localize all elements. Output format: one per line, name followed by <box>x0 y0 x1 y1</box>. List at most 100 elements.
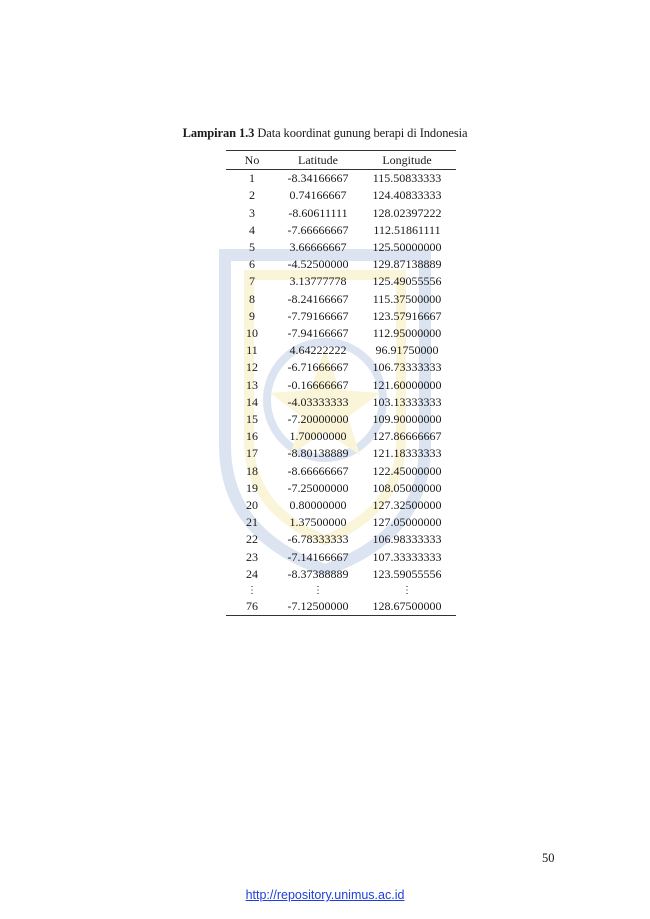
cell-no: 11 <box>246 343 258 358</box>
table-row: 19 -7.25000000 108.05000000 <box>226 480 456 497</box>
table-row: 17 -8.80138889 121.18333333 <box>226 445 456 462</box>
cell-no: 14 <box>246 394 258 409</box>
cell-latitude: 3.66666667 <box>289 240 347 255</box>
cell-no: 5 <box>249 240 255 255</box>
cell-longitude: 112.95000000 <box>372 326 442 341</box>
table-row: 3 -8.60611111 128.02397222 <box>226 205 456 222</box>
cell-longitude: 109.90000000 <box>372 412 442 427</box>
cell-no: 3 <box>249 205 255 220</box>
table-row: 9 -7.79166667 123.57916667 <box>226 308 456 325</box>
cell-longitude: 108.05000000 <box>372 480 442 495</box>
cell-no: 76 <box>246 599 258 614</box>
cell-latitude: -7.66666667 <box>287 222 349 237</box>
cell-no: 20 <box>246 498 258 513</box>
table-row: 22 -6.78333333 106.98333333 <box>226 531 456 548</box>
cell-latitude: -0.16666667 <box>287 377 349 392</box>
cell-longitude: 103.13333333 <box>372 394 442 409</box>
cell-no: 16 <box>246 429 258 444</box>
header-longitude: Longitude <box>382 153 432 167</box>
table-row: 15 -7.20000000 109.90000000 <box>226 411 456 428</box>
cell-latitude: -6.71666667 <box>287 360 349 375</box>
cell-latitude: -4.03333333 <box>287 394 349 409</box>
table-row: 8 -8.24166667 115.37500000 <box>226 291 456 308</box>
page-number: 50 <box>542 851 555 865</box>
cell-no: 13 <box>246 377 258 392</box>
table-caption: Lampiran 1.3 Data koordinat gunung berap… <box>0 126 650 141</box>
cell-latitude: 1.37500000 <box>289 515 347 530</box>
cell-longitude: 121.18333333 <box>372 446 442 461</box>
cell-longitude: 112.51861111 <box>373 222 441 237</box>
cell-latitude: -8.34166667 <box>287 171 349 186</box>
cell-longitude: 128.02397222 <box>372 205 442 220</box>
cell-latitude: 4.64222222 <box>289 343 347 358</box>
cell-no: 21 <box>246 515 258 530</box>
cell-no: 18 <box>246 463 258 478</box>
repository-link[interactable]: http://repository.unimus.ac.id <box>245 888 405 902</box>
cell-longitude: 106.73333333 <box>372 360 442 375</box>
cell-latitude: -7.25000000 <box>287 480 349 495</box>
cell-longitude: 125.50000000 <box>372 240 442 255</box>
cell-no: 2 <box>249 188 255 203</box>
cell-longitude: 124.40833333 <box>372 188 442 203</box>
table-row: 23 -7.14166667 107.33333333 <box>226 549 456 566</box>
table-row: 14 -4.03333333 103.13333333 <box>226 394 456 411</box>
table-row: 4 -7.66666667 112.51861111 <box>226 222 456 239</box>
table-row: ⋮⋮⋮ <box>226 583 456 598</box>
cell-no: 8 <box>249 291 255 306</box>
cell-no: 12 <box>246 360 258 375</box>
cell-longitude: 123.57916667 <box>372 308 442 323</box>
cell-latitude: ⋮ <box>313 585 323 597</box>
cell-longitude: 107.33333333 <box>372 549 442 564</box>
cell-longitude: 121.60000000 <box>372 377 442 392</box>
cell-latitude: -8.66666667 <box>287 463 349 478</box>
cell-no: 22 <box>246 532 258 547</box>
cell-longitude: 128.67500000 <box>372 599 442 614</box>
cell-latitude: -8.80138889 <box>287 446 349 461</box>
cell-latitude: 1.70000000 <box>289 429 347 444</box>
table-header-row: No Latitude Longitude <box>226 150 456 170</box>
cell-latitude: -8.60611111 <box>288 205 348 220</box>
table-row: 2 0.74166667 124.40833333 <box>226 187 456 204</box>
cell-no: 19 <box>246 480 258 495</box>
cell-no: 4 <box>249 222 255 237</box>
cell-latitude: -7.79166667 <box>287 308 349 323</box>
cell-no: 15 <box>246 412 258 427</box>
cell-no: 17 <box>246 446 258 461</box>
cell-longitude: 106.98333333 <box>372 532 442 547</box>
cell-no: 9 <box>249 308 255 323</box>
cell-longitude: 122.45000000 <box>372 463 442 478</box>
cell-no: 6 <box>249 257 255 272</box>
cell-no: 24 <box>246 566 258 581</box>
cell-latitude: 0.80000000 <box>289 498 347 513</box>
cell-latitude: 0.74166667 <box>289 188 347 203</box>
table-row: 5 3.66666667 125.50000000 <box>226 239 456 256</box>
cell-no: ⋮ <box>247 585 257 597</box>
cell-latitude: -7.20000000 <box>287 412 349 427</box>
cell-latitude: 3.13777778 <box>289 274 347 289</box>
cell-longitude: 115.37500000 <box>372 291 442 306</box>
cell-no: 1 <box>249 171 255 186</box>
cell-no: 7 <box>249 274 255 289</box>
cell-latitude: -7.94166667 <box>287 326 349 341</box>
cell-longitude: 129.87138889 <box>372 257 442 272</box>
header-no: No <box>244 153 260 167</box>
caption-text: Data koordinat gunung berapi di Indonesi… <box>254 126 468 140</box>
cell-latitude: -7.14166667 <box>287 549 349 564</box>
cell-longitude: 123.59055556 <box>372 566 442 581</box>
cell-latitude: -8.24166667 <box>287 291 349 306</box>
cell-no: 23 <box>246 549 258 564</box>
cell-latitude: -6.78333333 <box>287 532 349 547</box>
table-row: 18 -8.66666667 122.45000000 <box>226 463 456 480</box>
